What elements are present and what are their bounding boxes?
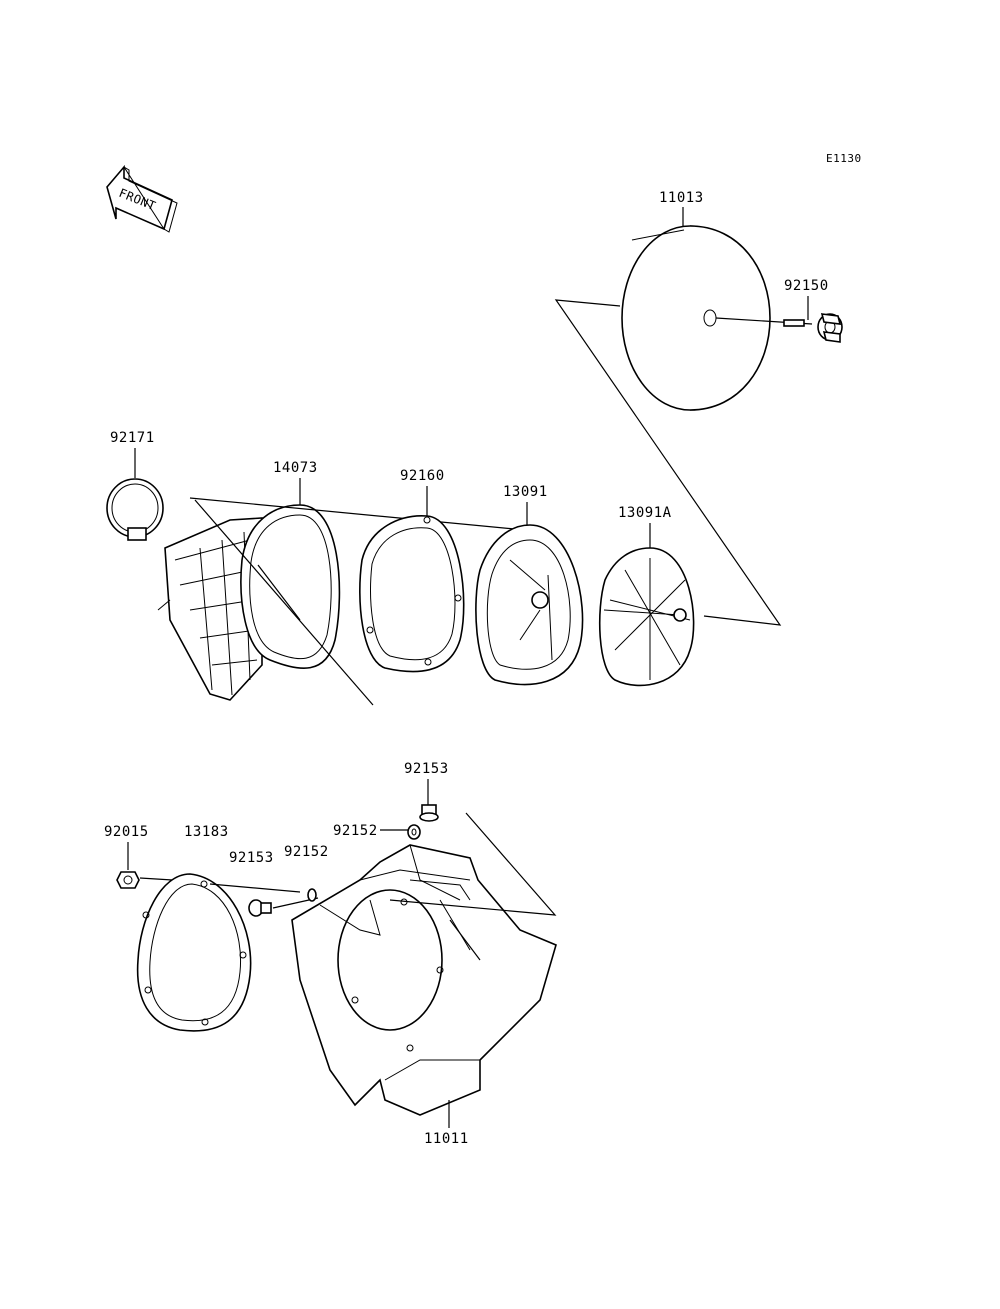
part-label-92015[interactable]: 92015: [104, 824, 149, 840]
duct-seal-gasket[interactable]: [240, 504, 341, 670]
part-label-11011[interactable]: 11011: [424, 1131, 469, 1147]
air-box-housing[interactable]: [291, 844, 557, 1116]
part-label-92160[interactable]: 92160: [400, 468, 445, 484]
part-label-92153-top[interactable]: 92153: [404, 761, 449, 777]
clamp-ring[interactable]: [106, 478, 164, 541]
washer-left[interactable]: [307, 888, 317, 902]
filter-holder-plate[interactable]: [475, 524, 584, 686]
hex-nut[interactable]: [116, 871, 140, 889]
part-label-11013[interactable]: 11013: [659, 190, 704, 206]
part-label-92152-left[interactable]: 92152: [284, 844, 329, 860]
part-label-92150[interactable]: 92150: [784, 278, 829, 294]
part-label-13091A[interactable]: 13091A: [618, 505, 672, 521]
part-label-13183[interactable]: 13183: [184, 824, 229, 840]
part-label-92171[interactable]: 92171: [110, 430, 155, 446]
flange-bolt-top[interactable]: [419, 804, 439, 822]
part-label-14073[interactable]: 14073: [273, 460, 318, 476]
flange-bolt-left[interactable]: [248, 899, 272, 917]
reference-code: E1130: [826, 152, 862, 165]
air-filter-element[interactable]: [621, 225, 771, 411]
mounting-plate[interactable]: [136, 873, 252, 1032]
part-label-92153-left[interactable]: 92153: [229, 850, 274, 866]
part-label-92152-right[interactable]: 92152: [333, 823, 378, 839]
front-arrow-icon: FRONT: [106, 164, 178, 233]
gasket-ring[interactable]: [359, 515, 465, 673]
wing-nut[interactable]: [783, 313, 843, 343]
filter-cage-frame[interactable]: [598, 547, 695, 687]
part-label-13091[interactable]: 13091: [503, 484, 548, 500]
washer-right[interactable]: [407, 824, 421, 840]
